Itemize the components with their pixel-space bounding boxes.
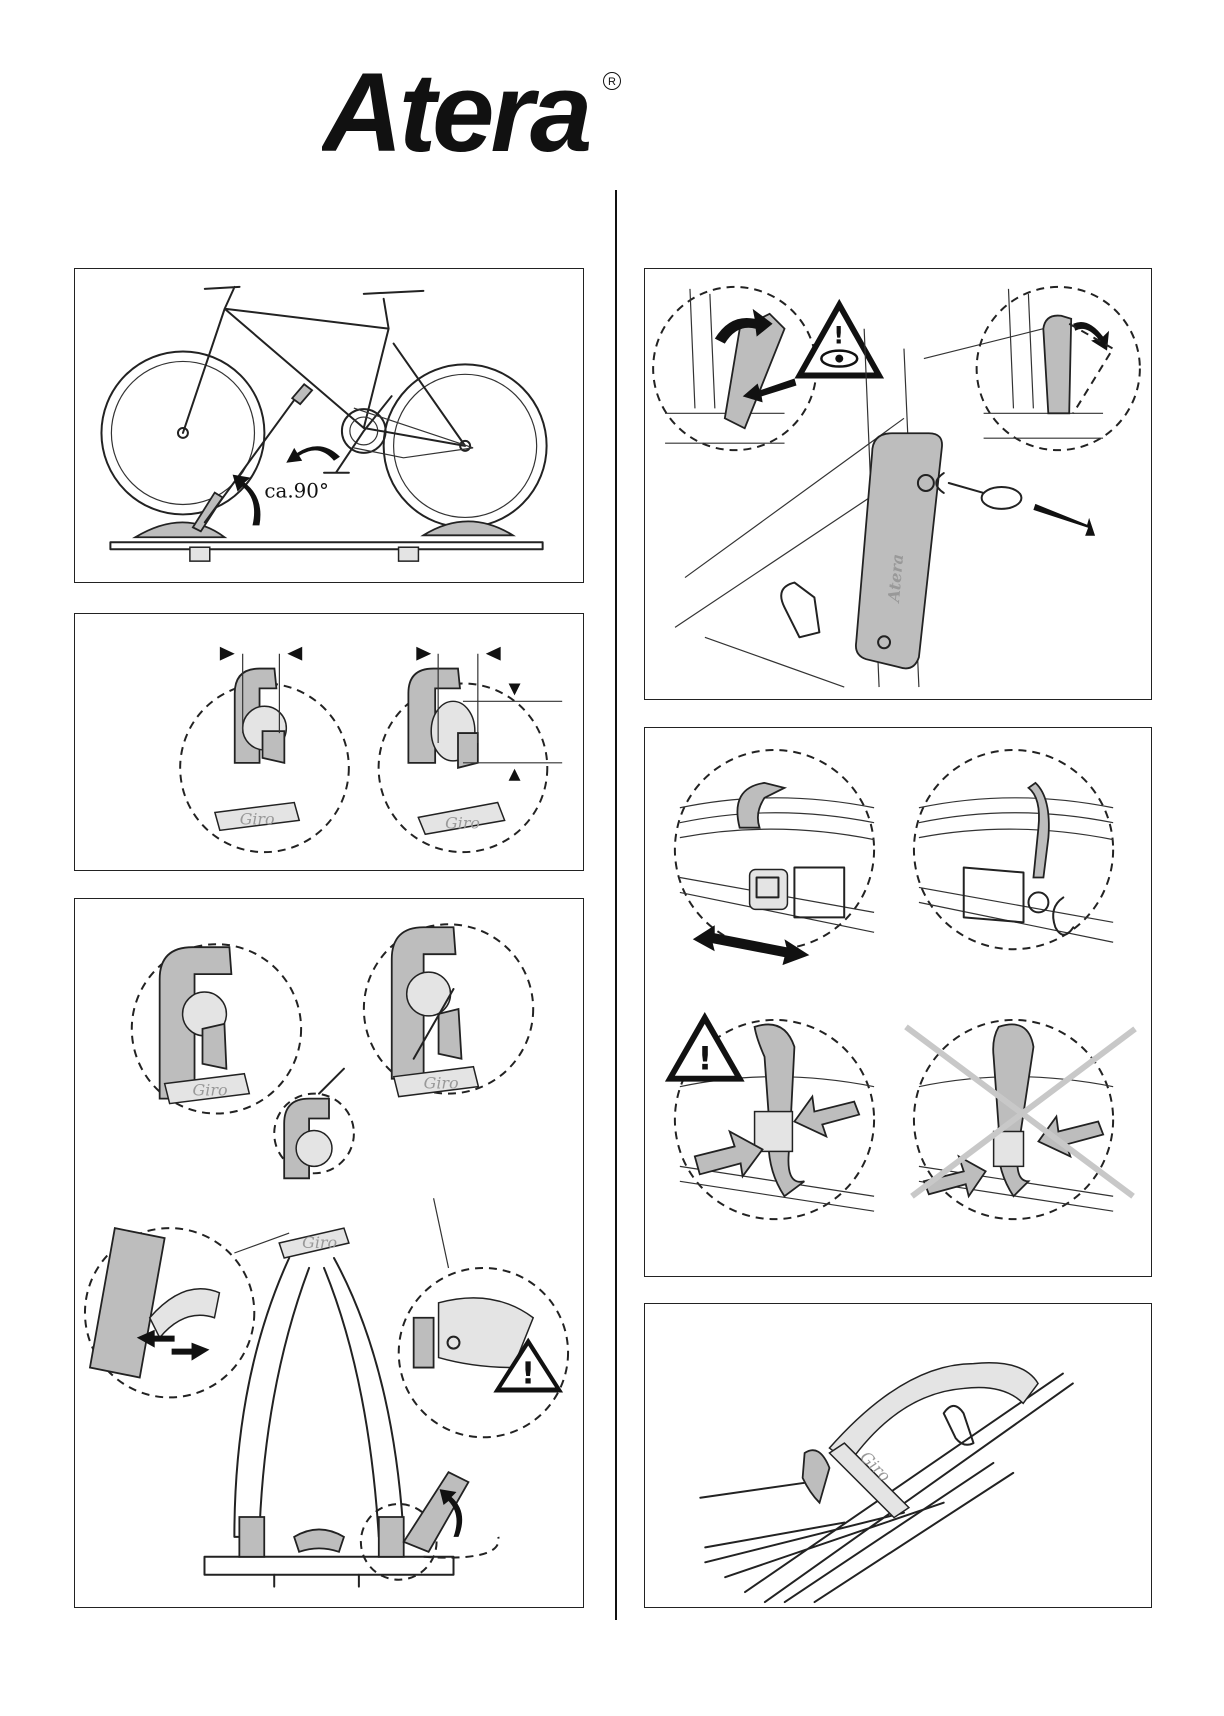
strap-zoom-2 [914,750,1113,949]
eye-warning: ! [794,299,884,379]
clamp-brand-text-5: Giro [302,1233,337,1252]
svg-text:!: ! [698,1040,713,1078]
clamp-detail-right: Giro [379,647,563,852]
svg-text:!: ! [833,322,844,350]
clamp-brand-text: Giro [240,809,275,828]
press-arrow-icon [695,1131,763,1176]
rotate-arrow-icon [286,446,340,463]
lock-zoom-left [653,287,816,450]
panel-clamp-assembly: Giro Giro Giro [74,898,584,1608]
column-divider [615,190,617,1620]
clamp-detail-left: Giro [180,647,349,852]
clamp-brand-text-3: Giro [193,1081,228,1100]
double-arrow-icon [137,1330,210,1361]
registered-mark: R [603,72,621,90]
width-arrows-icon [220,647,302,661]
strap-zoom-3: ! [665,1012,874,1219]
clamp-zoom-lower-left [85,1228,289,1397]
frame-clamp-illustration: Giro [700,1363,1073,1602]
clamp-zoom-top-left: Giro [132,944,301,1113]
strap-zoom-1 [675,750,874,965]
svg-text:!: ! [521,1356,535,1391]
panel-clamp-on-frame: Giro [644,1303,1152,1608]
press-arrow-icon-2 [794,1097,859,1137]
clamp-brand-text-4: Giro [424,1074,459,1093]
panel-clamp-diameter: Giro Giro [74,613,584,871]
double-arrow-icon-2 [693,925,810,965]
clamp-zoom-lower-right: ! [399,1198,568,1437]
angle-label: ca.90° [264,480,328,503]
clamp-brand-text-2: Giro [445,813,480,832]
rotate-arrow-icon-6 [1053,897,1073,934]
lock-zoom-right [977,287,1140,450]
atera-logo: Atera [322,56,622,166]
panel-lock-key: ! Atera [644,268,1152,700]
panel-wheel-strap: ! [644,727,1152,1277]
panel-bike-on-rack: ca.90° [74,268,584,583]
logo-text: Atera [322,56,590,166]
rotate-arrow-icon-5 [1073,322,1109,351]
strap-zoom-4-wrong [906,1020,1135,1219]
key-icon [949,483,1095,536]
clamp-zoom-top-right: Giro [364,924,533,1096]
